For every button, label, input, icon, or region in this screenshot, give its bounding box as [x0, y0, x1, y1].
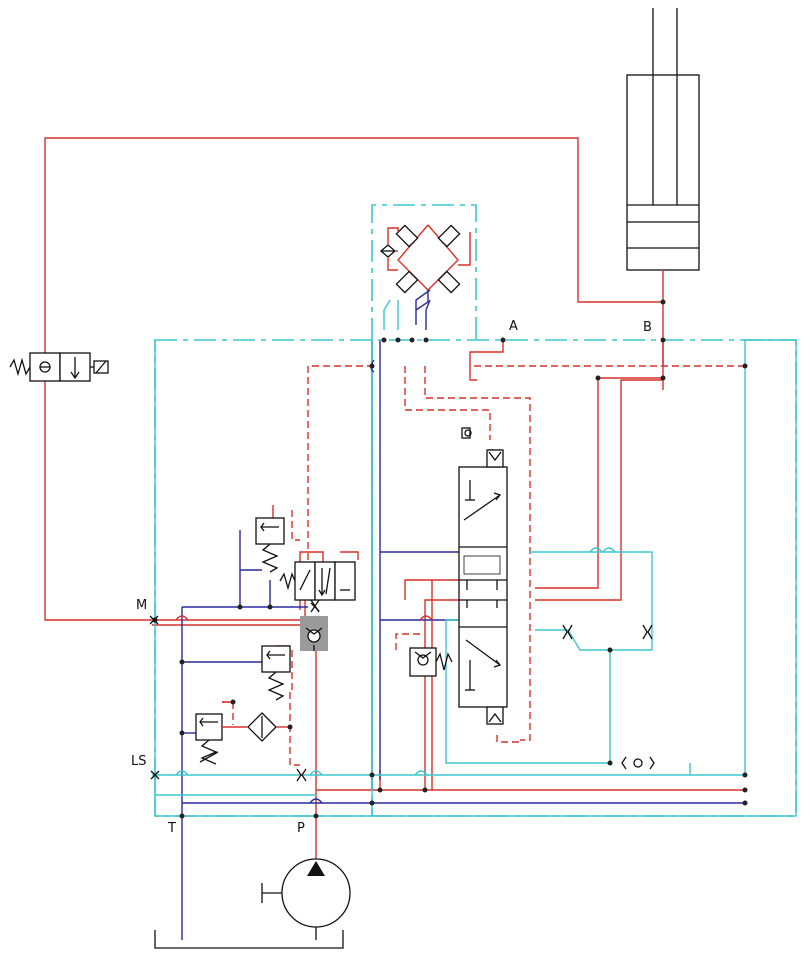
port-label-m: M	[136, 598, 147, 613]
port-label-a: A	[509, 319, 518, 334]
pump-check-valve	[300, 616, 328, 651]
solenoid-directional-valve	[9, 352, 109, 382]
main-spool-valve	[458, 427, 508, 725]
port-label-p: P	[297, 821, 305, 836]
port-label-t: T	[167, 821, 176, 836]
line-crossovers	[175, 359, 616, 804]
relief-valve-middle	[261, 645, 291, 701]
sequence-check-valve	[409, 647, 453, 677]
junction-dots	[152, 299, 748, 819]
hydraulic-cylinder	[626, 8, 700, 271]
shuttle-valve	[621, 755, 655, 771]
reservoir-tank	[154, 930, 344, 949]
check-valve-bridge	[380, 224, 471, 311]
filter	[222, 712, 290, 742]
port-markers	[149, 602, 320, 780]
port-label-ls: LS	[131, 754, 147, 769]
valve-housing-outline	[154, 204, 797, 817]
pressure-compensator-valve	[279, 561, 356, 601]
relief-valve-lower	[195, 713, 223, 765]
orifices	[296, 599, 653, 782]
relief-valve-upper	[255, 517, 285, 573]
pressure-lines	[44, 137, 745, 860]
hydraulic-pump	[261, 858, 351, 940]
port-label-b: B	[643, 320, 652, 335]
